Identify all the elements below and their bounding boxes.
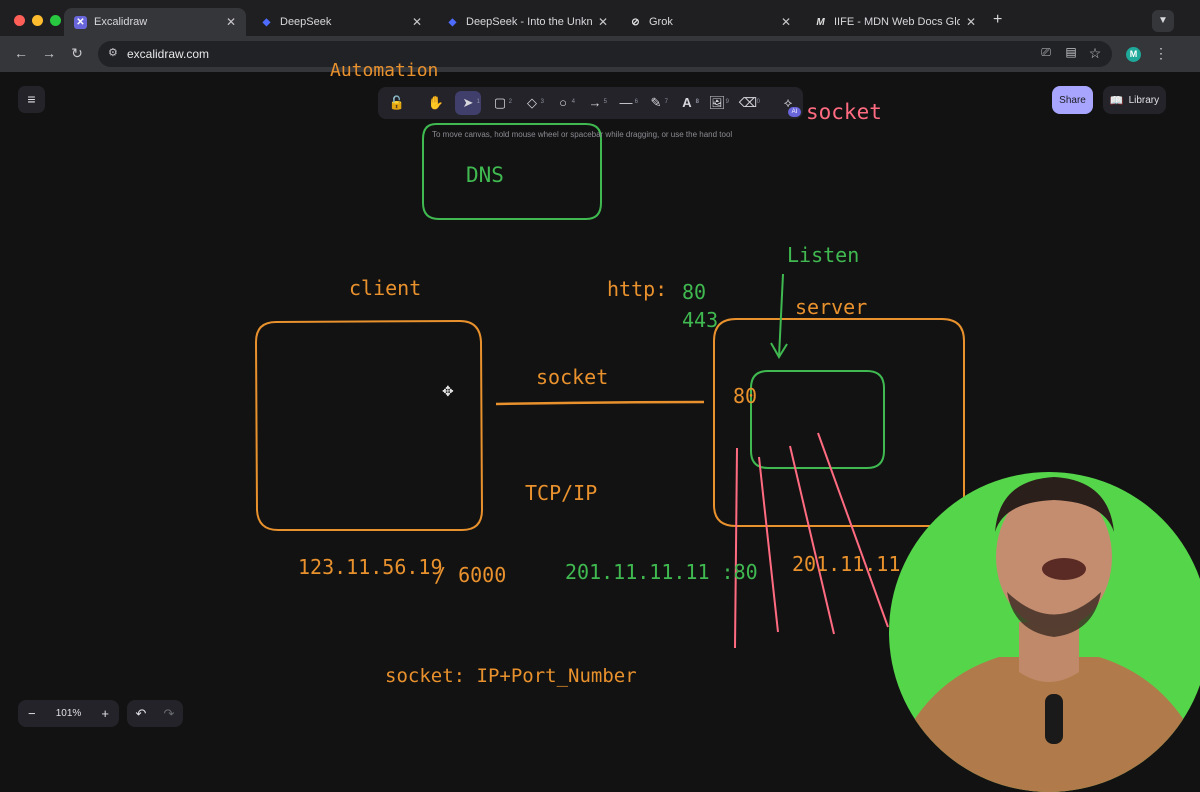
lock-icon: 🔓 <box>389 95 405 110</box>
zoom-out-button[interactable]: − <box>28 706 36 721</box>
tool-toolbar: 🔓 ✋ ➤1 ▢2 ◇3 ○4 →5 —6 ✎7 A8 🖼9 ⌫0 ⟡ AI <box>378 87 803 119</box>
pencil-icon: ✎ <box>651 95 662 110</box>
presenter-silhouette <box>889 472 1200 792</box>
hand-tool-button[interactable]: ✋ <box>423 91 449 115</box>
tcpip-text[interactable]: TCP/IP <box>525 481 597 505</box>
socket-formula-text[interactable]: socket: IP+Port_Number <box>385 665 637 687</box>
lock-tool-button[interactable]: 🔓 <box>384 91 410 115</box>
red-line-2 <box>759 457 778 632</box>
move-cursor-icon: ✥ <box>442 383 454 400</box>
shortcut-key: 7 <box>665 90 668 114</box>
listen-arrow-shaft <box>779 274 783 357</box>
zoom-level[interactable]: 101% <box>56 708 82 719</box>
library-label: Library <box>1129 95 1160 106</box>
text-icon: A <box>682 95 691 110</box>
zoom-in-button[interactable]: + <box>101 706 109 721</box>
rectangle-tool-button[interactable]: ▢2 <box>487 91 513 115</box>
red-line-3 <box>790 446 834 634</box>
ellipse-icon: ○ <box>559 95 567 110</box>
client-text[interactable]: client <box>349 276 421 300</box>
client-ip-text[interactable]: 123.11.56.19 <box>298 555 443 579</box>
menu-icon: ≡ <box>27 91 35 107</box>
http-text[interactable]: http: <box>607 277 667 301</box>
server-text[interactable]: server <box>795 295 867 319</box>
rectangle-icon: ▢ <box>494 95 506 110</box>
socket-top-text[interactable]: socket <box>806 100 882 124</box>
inner-port-text[interactable]: 80 <box>733 384 757 408</box>
arrow-tool-button[interactable]: →5 <box>582 91 608 115</box>
library-icon: 📖 <box>1110 94 1124 107</box>
listen-text[interactable]: Listen <box>787 243 859 267</box>
shortcut-key: 2 <box>509 90 512 114</box>
eraser-tool-button[interactable]: ⌫0 <box>735 91 761 115</box>
undo-redo-controls: ↶ ↷ <box>127 700 183 727</box>
image-tool-button[interactable]: 🖼9 <box>704 91 730 115</box>
canvas-hint-text: To move canvas, hold mouse wheel or spac… <box>432 130 732 139</box>
share-button[interactable]: Share <box>1052 86 1093 114</box>
red-line-4 <box>818 433 888 627</box>
line-tool-button[interactable]: —6 <box>613 91 639 115</box>
zoom-controls: − 101% + <box>18 700 119 727</box>
shortcut-key: 5 <box>604 90 607 114</box>
server-inner-box <box>751 371 884 468</box>
hamburger-menu-button[interactable]: ≡ <box>18 86 45 113</box>
ellipse-tool-button[interactable]: ○4 <box>550 91 576 115</box>
automation-text[interactable]: Automation <box>330 60 438 76</box>
shortcut-key: 3 <box>541 90 544 114</box>
shortcut-key: 1 <box>477 90 480 114</box>
redo-icon[interactable]: ↷ <box>164 706 175 722</box>
pointer-icon: ➤ <box>463 95 474 110</box>
dns-text[interactable]: DNS <box>466 163 504 187</box>
server-address-text[interactable]: 201.11.11.11 :80 <box>565 560 758 584</box>
diamond-icon: ◇ <box>527 95 537 110</box>
shortcut-key: 6 <box>635 90 638 114</box>
share-label: Share <box>1059 95 1086 106</box>
diamond-tool-button[interactable]: ◇3 <box>519 91 545 115</box>
webcam-overlay <box>889 472 1200 792</box>
client-box <box>256 321 482 530</box>
port-80-text[interactable]: 80 <box>682 280 706 304</box>
library-button[interactable]: 📖 Library <box>1103 86 1166 114</box>
shortcut-key: 8 <box>696 90 699 114</box>
arrow-icon: → <box>589 95 602 110</box>
image-icon: 🖼 <box>709 95 726 110</box>
shortcut-key: 0 <box>757 90 760 114</box>
hand-icon: ✋ <box>428 95 444 110</box>
shortcut-key: 9 <box>726 90 729 114</box>
selection-tool-button[interactable]: ➤1 <box>455 91 481 115</box>
draw-tool-button[interactable]: ✎7 <box>643 91 669 115</box>
line-icon: — <box>620 95 633 110</box>
socket-mid-text[interactable]: socket <box>536 365 608 389</box>
shortcut-key: 4 <box>572 90 575 114</box>
socket-connection-line <box>496 402 704 404</box>
client-port-text[interactable]: / 6000 <box>434 563 506 587</box>
eraser-icon: ⌫ <box>739 95 757 110</box>
ai-badge: AI <box>788 107 801 117</box>
undo-icon[interactable]: ↶ <box>136 706 147 722</box>
port-443-text[interactable]: 443 <box>682 308 718 332</box>
red-line-1 <box>735 448 737 648</box>
